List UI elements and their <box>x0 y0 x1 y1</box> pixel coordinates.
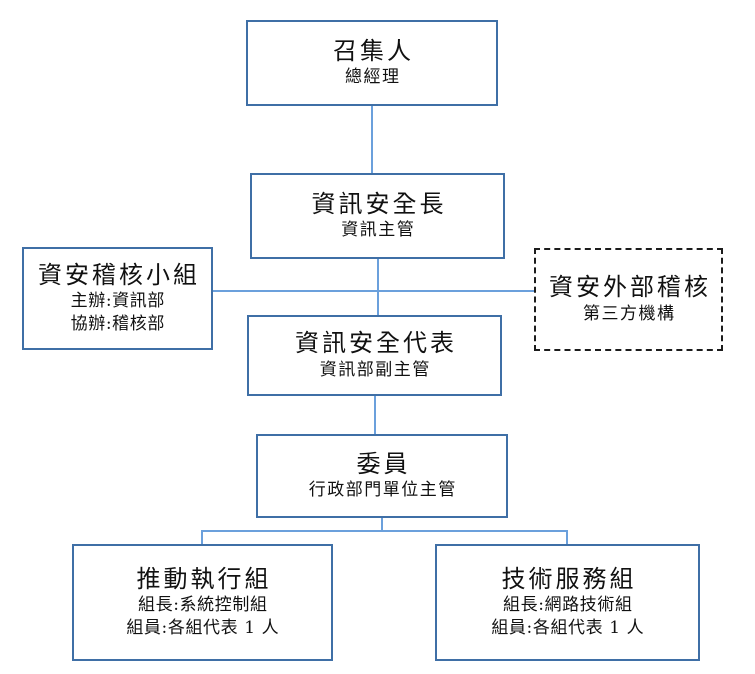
connector-ciso-to-security-rep <box>377 259 379 315</box>
node-convener-subtitle: 總經理 <box>345 67 401 88</box>
node-tech-group-line2: 組長:網路技術組 <box>503 595 633 616</box>
node-committee[interactable]: 委員 行政部門單位主管 <box>256 434 508 518</box>
node-security-rep-title: 資訊安全代表 <box>295 329 457 358</box>
node-committee-subtitle: 行政部門單位主管 <box>308 480 457 501</box>
connector-branch-horizontal <box>201 530 568 532</box>
node-ciso[interactable]: 資訊安全長 資訊主管 <box>250 173 505 259</box>
connector-branch-to-tech-group <box>566 530 568 544</box>
node-exec-group-line3: 組員:各組代表 1 人 <box>126 618 280 639</box>
connector-security-rep-to-committee <box>374 396 376 434</box>
connector-committee-stem <box>381 518 383 531</box>
node-security-rep[interactable]: 資訊安全代表 資訊部副主管 <box>247 315 502 396</box>
node-exec-group[interactable]: 推動執行組 組長:系統控制組 組員:各組代表 1 人 <box>72 544 333 661</box>
node-convener-title: 召集人 <box>333 36 414 65</box>
connector-convener-to-ciso <box>371 106 373 173</box>
connector-branch-to-exec-group <box>201 530 203 544</box>
node-external-audit-title: 資安外部稽核 <box>549 273 711 302</box>
node-ciso-title: 資訊安全長 <box>311 189 447 218</box>
node-tech-group[interactable]: 技術服務組 組長:網路技術組 組員:各組代表 1 人 <box>435 544 700 661</box>
node-tech-group-line3: 組員:各組代表 1 人 <box>491 618 645 639</box>
node-audit-team-line2: 主辦:資訊部 <box>70 291 165 312</box>
node-tech-group-title: 技術服務組 <box>501 565 637 594</box>
node-audit-team-title: 資安稽核小組 <box>38 261 200 290</box>
node-exec-group-title: 推動執行組 <box>136 565 272 594</box>
connector-audit-team-to-external-audit <box>213 290 534 292</box>
node-audit-team-line3: 協辦:稽核部 <box>70 314 165 335</box>
node-committee-title: 委員 <box>356 449 411 478</box>
node-exec-group-line2: 組長:系統控制組 <box>138 595 268 616</box>
node-audit-team[interactable]: 資安稽核小組 主辦:資訊部 協辦:稽核部 <box>22 247 213 350</box>
node-convener[interactable]: 召集人 總經理 <box>246 20 498 106</box>
node-external-audit[interactable]: 資安外部稽核 第三方機構 <box>534 248 723 351</box>
node-external-audit-subtitle: 第三方機構 <box>583 303 676 324</box>
node-ciso-subtitle: 資訊主管 <box>341 220 416 241</box>
node-security-rep-subtitle: 資訊部副主管 <box>319 359 431 380</box>
